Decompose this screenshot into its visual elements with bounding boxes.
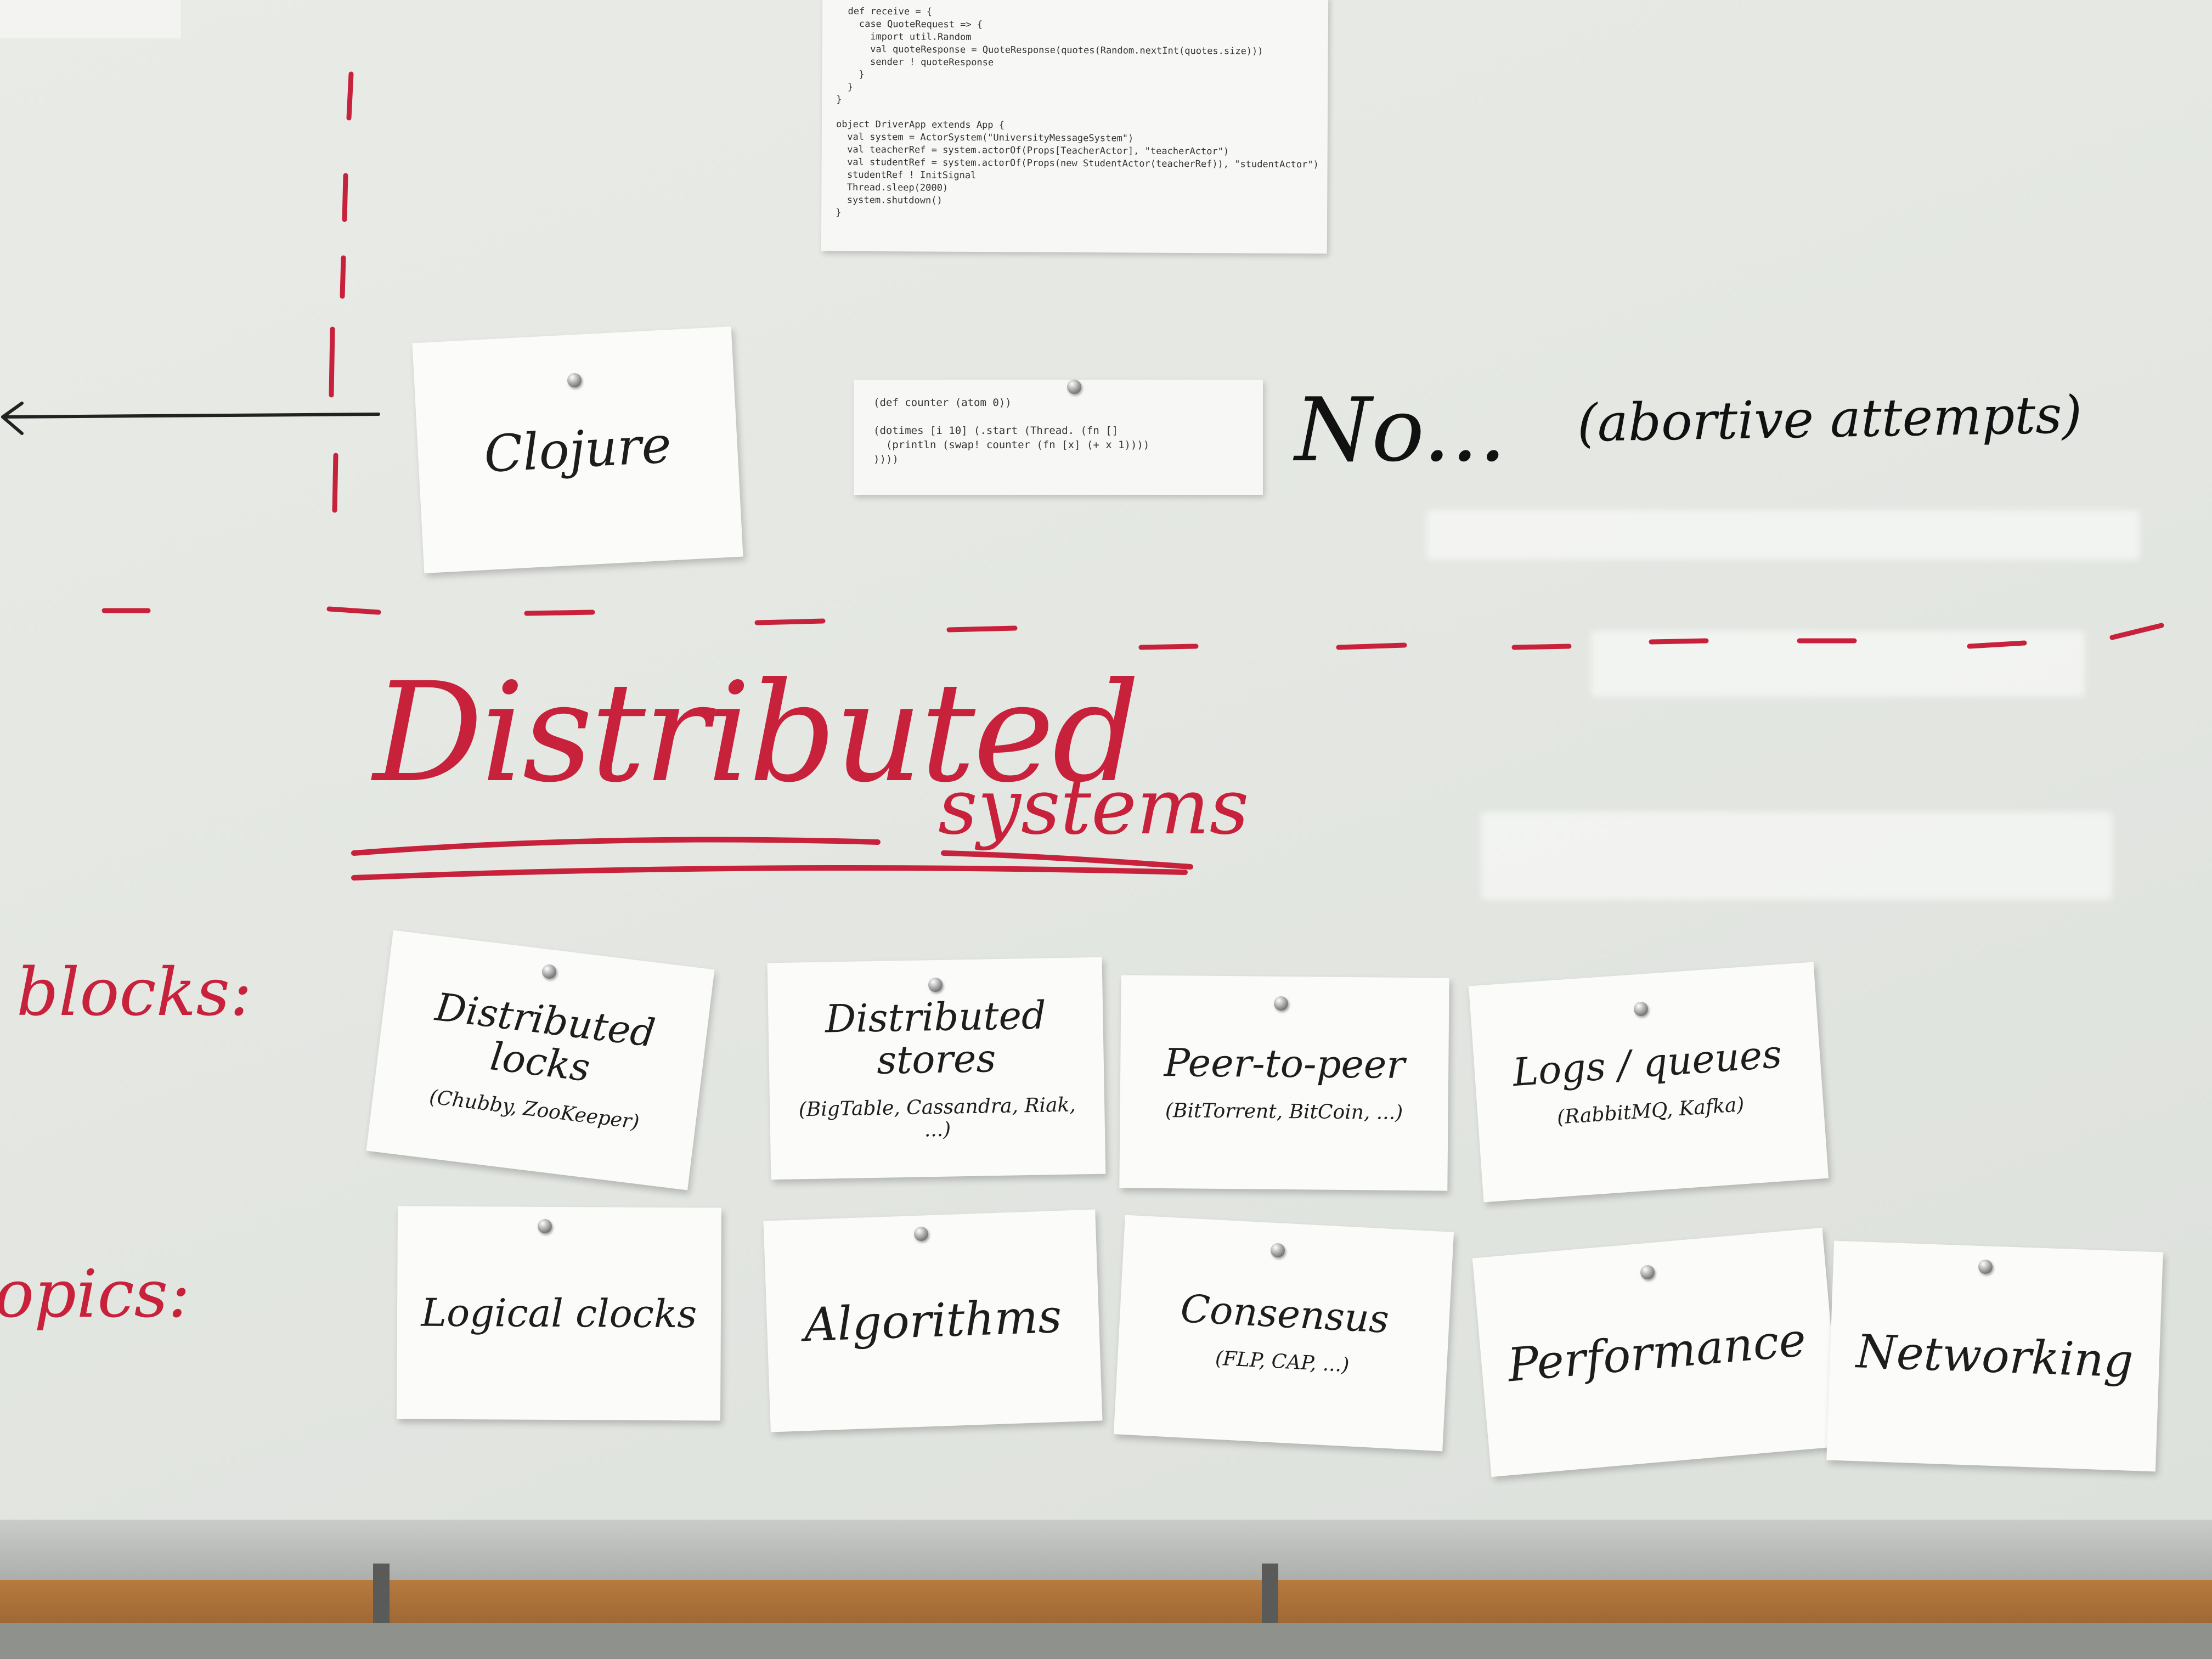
- pin-icon: [542, 964, 556, 979]
- pin-icon: [1640, 1265, 1655, 1279]
- heading-underlines: [351, 837, 1193, 881]
- dash: [1336, 642, 1407, 650]
- pin-icon: [1978, 1260, 1993, 1274]
- horizontal-divider: [101, 606, 2164, 650]
- pin-icon: [1274, 996, 1288, 1011]
- vertical-divider: [329, 71, 354, 513]
- clojure-code: (def counter (atom 0)) (dotimes [i 10] (…: [873, 397, 1150, 465]
- dash: [2109, 623, 2164, 640]
- pin-icon: [928, 978, 943, 992]
- card-title: Performance: [1505, 1312, 1808, 1392]
- scala-code-sheet: def receive = { case QuoteRequest => { i…: [821, 0, 1329, 254]
- pin-icon: [538, 1219, 552, 1233]
- card-distributed-locks: Distributed locks (Chubby, ZooKeeper): [366, 930, 715, 1190]
- dash: [326, 606, 381, 615]
- pin-icon: [1634, 1002, 1648, 1016]
- partial-sheet: [0, 0, 181, 38]
- card-subtitle: (BitTorrent, BitCoin, ...): [1165, 1099, 1403, 1124]
- note-no: No...: [1295, 379, 1507, 481]
- clojure-code-sheet: (def counter (atom 0)) (dotimes [i 10] (…: [854, 380, 1263, 495]
- heading-systems: systems: [938, 763, 1249, 852]
- card-networking: Networking: [1826, 1240, 2163, 1472]
- table-rail: [0, 1623, 2212, 1659]
- card-title: Logical clocks: [421, 1290, 697, 1336]
- card-logs-queues: Logs / queues (RabbitMQ, Kafka): [1468, 962, 1829, 1203]
- card-logical-clocks: Logical clocks: [396, 1206, 722, 1421]
- dash: [332, 453, 338, 513]
- table-leg: [373, 1564, 390, 1624]
- dash: [1138, 644, 1199, 650]
- dash: [329, 326, 335, 398]
- label-topics: opics:: [0, 1256, 190, 1333]
- window-reflection: [1426, 510, 2140, 560]
- label-building-blocks: blocks:: [16, 955, 252, 1031]
- card-title: Distributed locks: [433, 984, 658, 1091]
- underline-main: [351, 865, 1188, 881]
- card-algorithms: Algorithms: [763, 1209, 1103, 1432]
- dash: [346, 71, 354, 121]
- dash: [754, 618, 826, 625]
- dash: [946, 625, 1018, 633]
- card-title: Clojure: [482, 415, 673, 484]
- card-title: Algorithms: [803, 1289, 1063, 1352]
- dash: [340, 255, 346, 299]
- card-subtitle: (FLP, CAP, ...): [1215, 1347, 1350, 1377]
- card-subtitle: (RabbitMQ, Kafka): [1556, 1093, 1745, 1129]
- card-title: Logs / queues: [1511, 1031, 1784, 1095]
- dash: [342, 173, 348, 222]
- scala-code: def receive = { case QuoteRequest => { i…: [836, 5, 1319, 218]
- pin-icon: [914, 1227, 928, 1241]
- whiteboard-tray: [0, 1520, 2212, 1585]
- card-title: Peer-to-peer: [1164, 1040, 1406, 1087]
- dash: [1967, 640, 2027, 649]
- dash: [524, 610, 595, 616]
- card-title: Distributed stores: [825, 992, 1047, 1083]
- underline-systems: [941, 850, 1193, 870]
- note-abortive-attempts: (abortive attempts): [1577, 385, 2083, 454]
- card-performance: Performance: [1472, 1227, 1842, 1477]
- card-title: Consensus: [1179, 1286, 1390, 1342]
- card-title: Networking: [1855, 1324, 2135, 1388]
- window-reflection: [1481, 812, 2112, 900]
- clojure-card: Clojure: [412, 326, 743, 573]
- arrow-left-icon: [1, 402, 380, 435]
- card-subtitle: (BigTable, Cassandra, Riak, ...): [798, 1093, 1076, 1141]
- pin-icon: [1067, 380, 1081, 394]
- underline-distributed: [351, 837, 881, 856]
- dash: [1511, 644, 1572, 650]
- heading-distributed: Distributed: [373, 653, 1140, 812]
- pin-icon: [567, 373, 582, 387]
- table-leg: [1262, 1564, 1278, 1624]
- pin-icon: [1271, 1243, 1285, 1257]
- dash: [1649, 638, 1709, 645]
- card-subtitle: (Chubby, ZooKeeper): [428, 1086, 641, 1134]
